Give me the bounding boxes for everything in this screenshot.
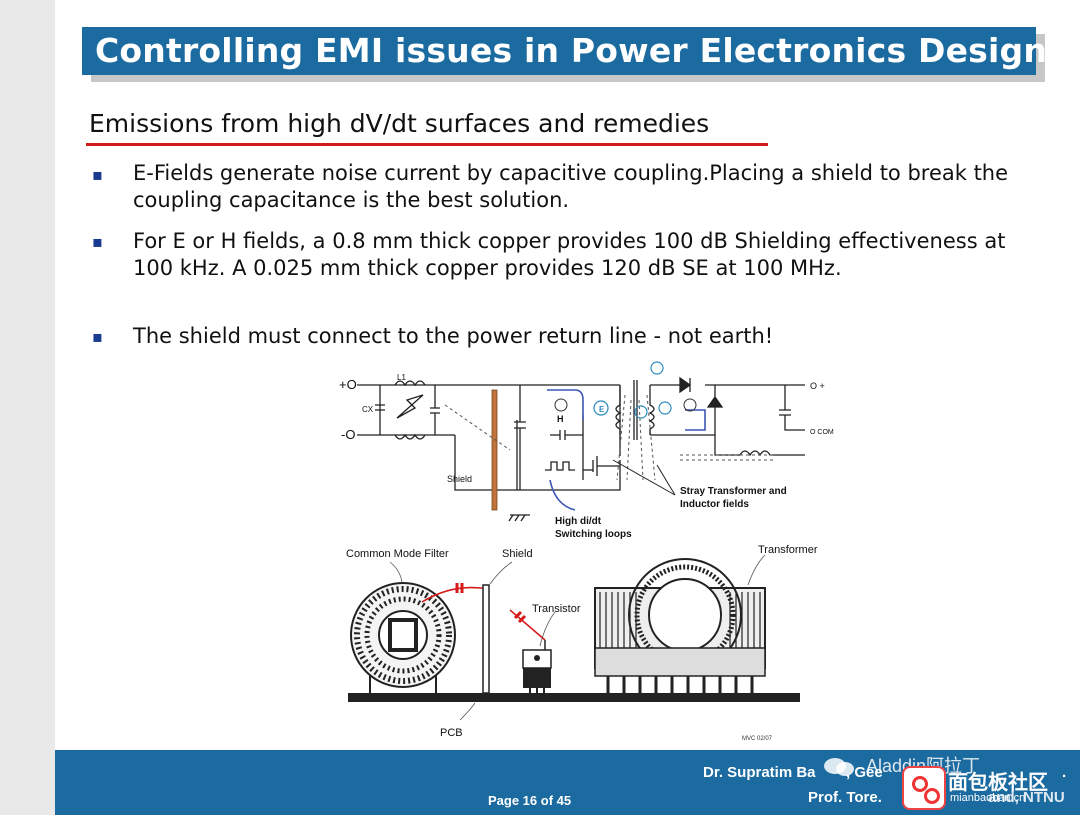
subtitle-underline xyxy=(86,143,768,146)
title-bar: Controlling EMI issues in Power Electron… xyxy=(82,27,1067,75)
bullet-text-3: The shield must connect to the power ret… xyxy=(133,324,774,348)
transistor-label: Transistor xyxy=(532,603,581,615)
section-subtitle: Emissions from high dV/dt surfaces and r… xyxy=(89,109,710,138)
input-plus-label: +O xyxy=(339,377,357,392)
watermark: Aladdin阿拉丁 面包板社区 mianbaoban.cn xyxy=(818,748,1080,815)
bullet-marker: ▪ xyxy=(92,232,103,251)
watermark-site: 面包板社区 xyxy=(948,770,1048,794)
bullet-marker: ▪ xyxy=(92,165,103,184)
footer-author-2-end: and, NTNU xyxy=(988,789,1065,806)
circuit-diagram: +O -O L1 CX Shield H E O + O COM High di… xyxy=(339,361,834,540)
di-dt-label: High di/dt xyxy=(555,516,602,527)
stray-fields-label-1: Stray Transformer and xyxy=(680,486,787,497)
mechanical-shield-label: Shield xyxy=(502,548,533,560)
bullet-text-2: For E or H fields, a 0.8 mm thick copper… xyxy=(133,229,1006,280)
l1-label: L1 xyxy=(397,373,406,382)
toroid-core xyxy=(350,582,456,693)
footer-author-1-tail: , Gee xyxy=(846,764,883,781)
e-field-label: E xyxy=(599,405,605,414)
input-minus-label: -O xyxy=(341,427,355,442)
slide-background xyxy=(55,0,1080,815)
bullet-text-1: E-Fields generate noise current by capac… xyxy=(133,161,1009,212)
stray-fields-label-2: Inductor fields xyxy=(680,499,749,510)
footer-author-2: Prof. Tore. xyxy=(808,789,882,806)
drawing-code: MVC 02/07 xyxy=(742,736,773,742)
footer-author-1: Dr. Supratim Ba xyxy=(703,764,816,781)
watermark-url: mianbaoban.cn xyxy=(950,792,1026,804)
cmf-label: Common Mode Filter xyxy=(346,548,449,560)
page-number: Page 16 of 45 xyxy=(488,793,572,808)
bullet-marker: ▪ xyxy=(92,327,103,346)
transformer-body xyxy=(594,558,766,693)
slide-title: Controlling EMI issues in Power Electron… xyxy=(95,31,1067,70)
h-field-label: H xyxy=(557,414,564,424)
output-com-label: O COM xyxy=(810,429,834,436)
output-plus-label: O + xyxy=(810,381,825,391)
watermark-name: Aladdin阿拉丁 xyxy=(866,756,981,776)
footer-author-1-end: . xyxy=(1062,764,1067,781)
mechanical-layout-drawing: Common Mode Filter Shield Transistor Tra… xyxy=(346,544,818,742)
pcb-label: PCB xyxy=(440,727,463,739)
wechat-icon xyxy=(824,758,854,776)
mianbaoban-logo-icon xyxy=(904,768,944,808)
circuit-shield-label: Shield xyxy=(447,474,472,484)
switching-loops-label: Switching loops xyxy=(555,529,632,540)
cx-label: CX xyxy=(362,405,374,414)
transformer-label: Transformer xyxy=(758,544,818,556)
